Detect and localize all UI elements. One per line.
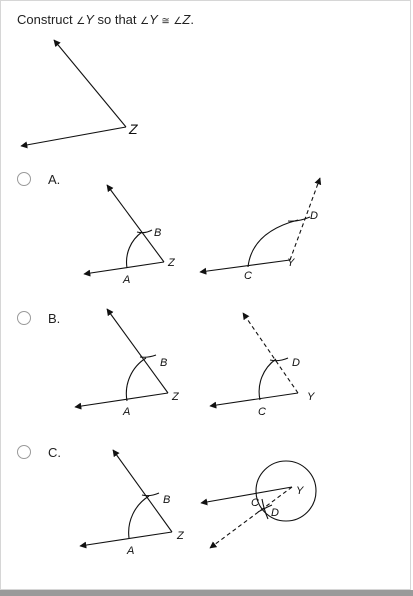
option-c[interactable]: C. B A Z Y C D xyxy=(17,445,317,557)
option-c-left-ray-upper xyxy=(112,449,173,533)
option-b-label-d: D xyxy=(292,357,300,369)
option-b-right-arc xyxy=(258,358,277,401)
angle-symbol-3: ∠ xyxy=(173,16,183,27)
prompt-angle-z: Z xyxy=(182,12,191,27)
option-c-label-b: B xyxy=(163,494,170,506)
option-a-left-ray-lower xyxy=(83,261,165,277)
option-c-right-ray xyxy=(200,486,293,506)
option-b-label-a: A xyxy=(122,406,130,418)
option-c-letter: C. xyxy=(48,445,61,460)
option-a-label-b: B xyxy=(154,227,161,239)
option-b-right-tick xyxy=(269,357,289,362)
prompt-angle-y: Y xyxy=(85,12,94,27)
option-a-right-tick xyxy=(287,216,311,222)
option-c-label-z: Z xyxy=(176,530,185,542)
option-b-left-arc xyxy=(125,357,147,402)
given-ray-upper xyxy=(53,39,127,128)
prompt-prefix: Construct xyxy=(17,12,77,27)
option-a-letter: A. xyxy=(48,172,60,187)
option-c-label-a: A xyxy=(126,545,134,557)
option-b-right-ray-lower xyxy=(209,392,299,409)
option-c-right-arc xyxy=(261,498,269,520)
option-b-label-y: Y xyxy=(307,391,315,403)
bottom-scroll-edge xyxy=(0,590,413,596)
option-c-label-c: C xyxy=(251,497,259,509)
prompt-angle-y-2: Y xyxy=(149,12,158,27)
prompt-suffix: . xyxy=(190,12,194,27)
option-b-letter: B. xyxy=(48,311,60,326)
question-prompt: Construct ∠Y so that ∠Y ≅ ∠Z. xyxy=(17,12,194,27)
option-b-label-c: C xyxy=(258,406,266,418)
option-b-left-tick xyxy=(139,354,157,358)
option-a-label-d: D xyxy=(310,210,318,222)
option-c-right-circle xyxy=(255,460,317,522)
option-a-radio[interactable] xyxy=(17,172,31,186)
option-c-left-tick xyxy=(141,492,160,497)
option-b-left-ray-lower xyxy=(74,392,169,410)
congruent-symbol: ≅ xyxy=(161,16,170,27)
angle-symbol-1: ∠ xyxy=(76,16,86,27)
option-a[interactable]: A. B A Z D C Y xyxy=(17,172,322,286)
option-a-left-ray-upper xyxy=(106,184,165,263)
option-c-label-d: D xyxy=(271,507,279,519)
option-b-right-ray-dashed xyxy=(242,312,299,394)
option-c-right-tick xyxy=(257,504,273,513)
option-c-right-ray-dashed xyxy=(209,486,293,549)
angle-symbol-2: ∠ xyxy=(140,16,150,27)
option-b-label-z: Z xyxy=(171,391,180,403)
option-b[interactable]: B. B A Z D C Y xyxy=(17,308,316,418)
given-vertex-label: Z xyxy=(128,121,138,137)
option-a-label-y: Y xyxy=(287,257,295,269)
option-c-label-y: Y xyxy=(296,485,304,497)
option-b-left-ray-upper xyxy=(106,308,169,394)
option-a-left-arc xyxy=(126,231,143,269)
option-a-label-c: C xyxy=(244,270,252,282)
option-b-label-b: B xyxy=(160,357,167,369)
given-ray-lower xyxy=(20,126,127,149)
option-a-left-tick xyxy=(136,229,153,234)
given-angle-z xyxy=(20,39,127,149)
option-c-left-ray-lower xyxy=(79,531,173,549)
option-a-right-ray-lower xyxy=(199,259,291,275)
option-c-left-arc xyxy=(128,495,150,539)
option-a-label-z: Z xyxy=(167,257,176,269)
option-b-radio[interactable] xyxy=(17,311,31,325)
option-a-right-arc xyxy=(247,219,299,268)
prompt-middle: so that xyxy=(93,12,141,27)
option-a-label-a: A xyxy=(122,274,130,286)
option-c-radio[interactable] xyxy=(17,445,31,459)
